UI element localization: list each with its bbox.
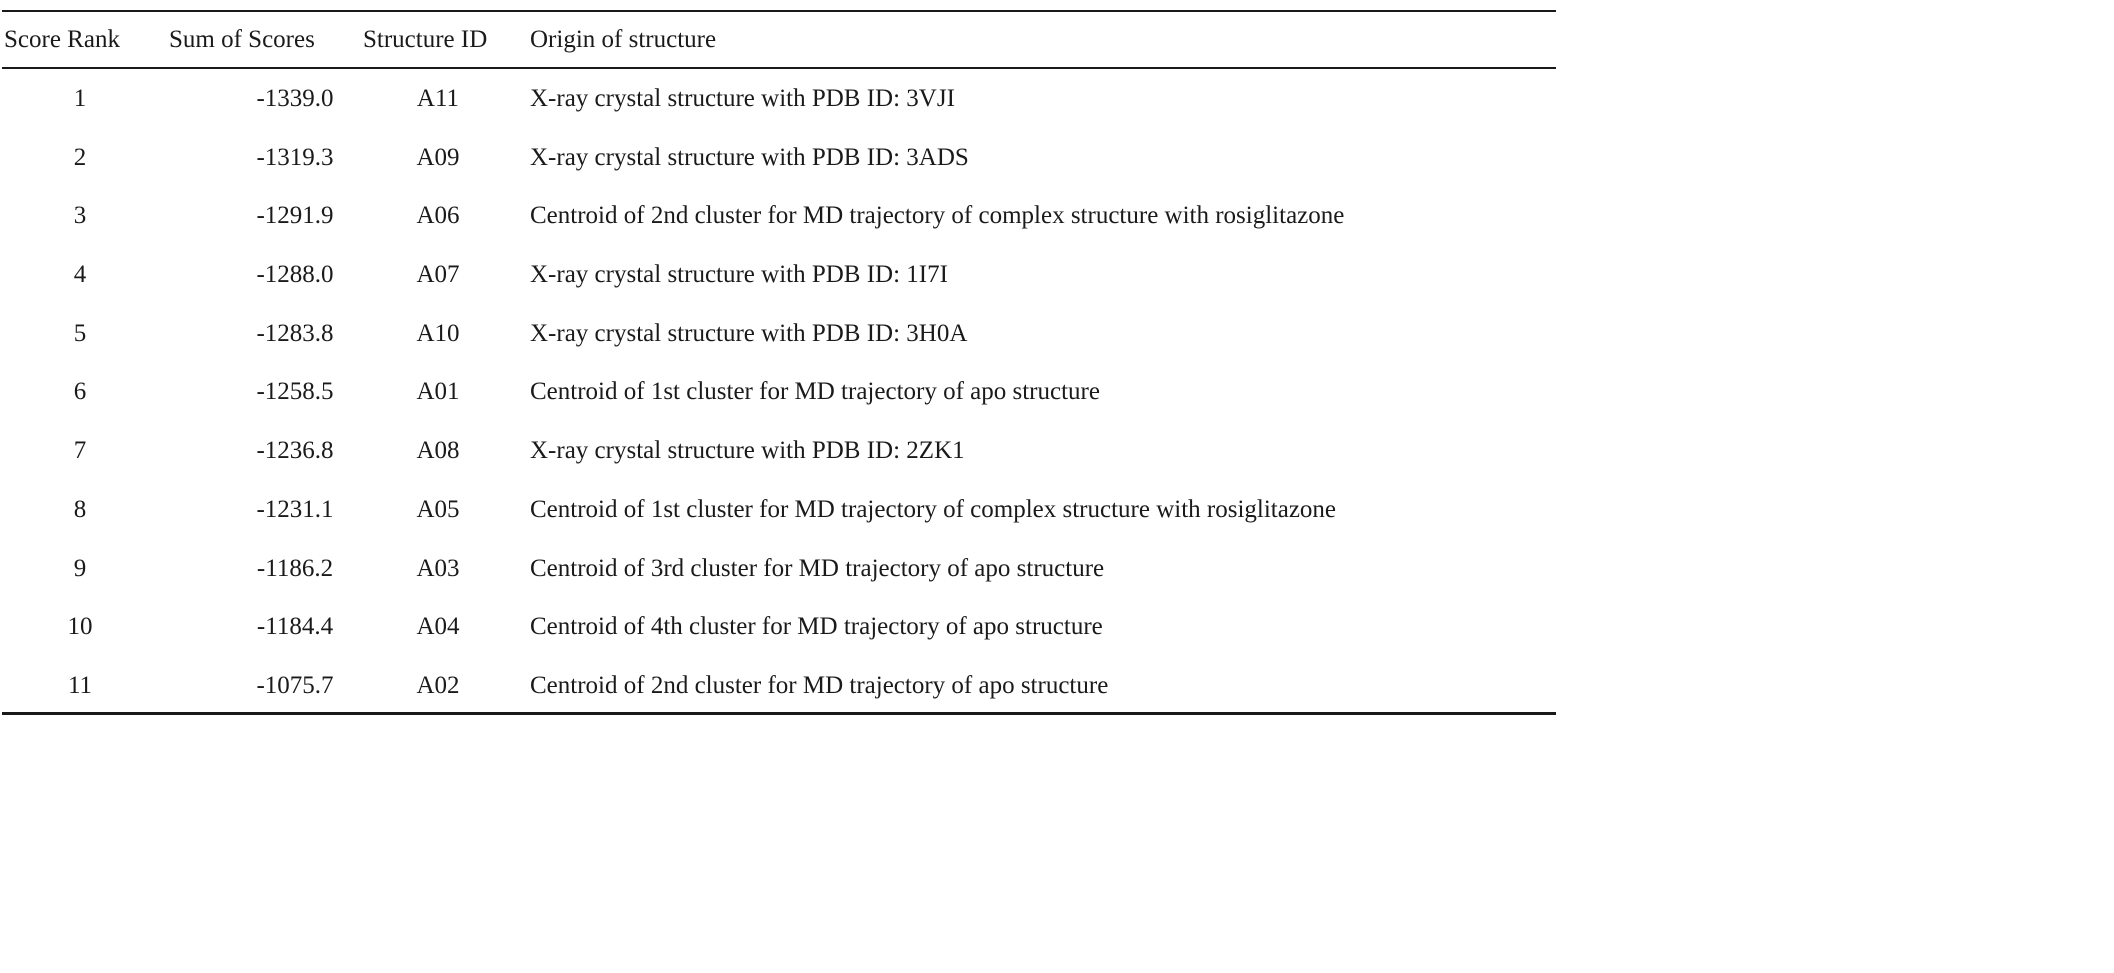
score-rank: 5 bbox=[73, 320, 87, 347]
sum-of-scores: -1184.4 bbox=[256, 613, 334, 640]
table-row: 8 -1231.1 A05 Centroid of 1st cluster fo… bbox=[0, 481, 1560, 539]
structure-id: A11 bbox=[416, 85, 460, 112]
table-row: 5 -1283.8 A10 X-ray crystal structure wi… bbox=[0, 305, 1560, 363]
table-row: 10 -1184.4 A04 Centroid of 4th cluster f… bbox=[0, 598, 1560, 656]
table-header-rule bbox=[2, 67, 1556, 69]
table-row: 7 -1236.8 A08 X-ray crystal structure wi… bbox=[0, 422, 1560, 480]
sum-of-scores: -1288.0 bbox=[256, 261, 334, 288]
header-origin: Origin of structure bbox=[530, 26, 717, 53]
structure-id: A01 bbox=[416, 378, 460, 405]
score-rank: 8 bbox=[73, 496, 87, 523]
origin-of-structure: Centroid of 1st cluster for MD trajector… bbox=[530, 496, 1337, 523]
structure-id: A04 bbox=[416, 613, 460, 640]
score-rank: 3 bbox=[73, 202, 87, 229]
sum-of-scores: -1231.1 bbox=[256, 496, 334, 523]
structure-id: A08 bbox=[416, 437, 460, 464]
sum-of-scores: -1258.5 bbox=[256, 378, 334, 405]
table-row: 4 -1288.0 A07 X-ray crystal structure wi… bbox=[0, 246, 1560, 304]
structure-id: A02 bbox=[416, 672, 460, 699]
structure-id: A05 bbox=[416, 496, 460, 523]
table-top-rule bbox=[2, 10, 1556, 12]
origin-of-structure: X-ray crystal structure with PDB ID: 3AD… bbox=[530, 144, 969, 171]
table-row: 11 -1075.7 A02 Centroid of 2nd cluster f… bbox=[0, 657, 1560, 715]
score-rank: 9 bbox=[73, 555, 87, 582]
origin-of-structure: Centroid of 2nd cluster for MD trajector… bbox=[530, 202, 1345, 229]
table-row: 2 -1319.3 A09 X-ray crystal structure wi… bbox=[0, 129, 1560, 187]
header-score-rank: Score Rank bbox=[4, 26, 120, 53]
table-bottom-rule bbox=[2, 712, 1556, 715]
origin-of-structure: Centroid of 4th cluster for MD trajector… bbox=[530, 613, 1103, 640]
score-rank: 1 bbox=[73, 85, 87, 112]
sum-of-scores: -1339.0 bbox=[256, 85, 334, 112]
score-rank: 7 bbox=[73, 437, 87, 464]
score-rank: 4 bbox=[73, 261, 87, 288]
score-rank: 11 bbox=[67, 672, 93, 699]
score-rank: 2 bbox=[73, 144, 87, 171]
sum-of-scores: -1291.9 bbox=[256, 202, 334, 229]
sum-of-scores: -1319.3 bbox=[256, 144, 334, 171]
table-row: 6 -1258.5 A01 Centroid of 1st cluster fo… bbox=[0, 363, 1560, 421]
sum-of-scores: -1283.8 bbox=[256, 320, 334, 347]
table-row: 9 -1186.2 A03 Centroid of 3rd cluster fo… bbox=[0, 540, 1560, 598]
origin-of-structure: X-ray crystal structure with PDB ID: 1I7… bbox=[530, 261, 948, 288]
score-rank: 10 bbox=[67, 613, 93, 640]
sum-of-scores: -1186.2 bbox=[256, 555, 334, 582]
origin-of-structure: X-ray crystal structure with PDB ID: 2ZK… bbox=[530, 437, 965, 464]
table-row: 1 -1339.0 A11 X-ray crystal structure wi… bbox=[0, 70, 1560, 128]
score-rank: 6 bbox=[73, 378, 87, 405]
origin-of-structure: Centroid of 3rd cluster for MD trajector… bbox=[530, 555, 1105, 582]
structure-id: A10 bbox=[416, 320, 460, 347]
table-row: 3 -1291.9 A06 Centroid of 2nd cluster fo… bbox=[0, 187, 1560, 245]
structure-id: A06 bbox=[416, 202, 460, 229]
table-header: Score Rank Sum of Scores Structure ID Or… bbox=[0, 11, 1560, 69]
origin-of-structure: X-ray crystal structure with PDB ID: 3H0… bbox=[530, 320, 968, 347]
header-sum-of-scores: Sum of Scores bbox=[169, 26, 315, 53]
structure-id: A07 bbox=[416, 261, 460, 288]
sum-of-scores: -1236.8 bbox=[256, 437, 334, 464]
structure-id: A09 bbox=[416, 144, 460, 171]
origin-of-structure: X-ray crystal structure with PDB ID: 3VJ… bbox=[530, 85, 955, 112]
origin-of-structure: Centroid of 2nd cluster for MD trajector… bbox=[530, 672, 1109, 699]
structure-id: A03 bbox=[416, 555, 460, 582]
sum-of-scores: -1075.7 bbox=[256, 672, 334, 699]
origin-of-structure: Centroid of 1st cluster for MD trajector… bbox=[530, 378, 1100, 405]
header-structure-id: Structure ID bbox=[363, 26, 488, 53]
